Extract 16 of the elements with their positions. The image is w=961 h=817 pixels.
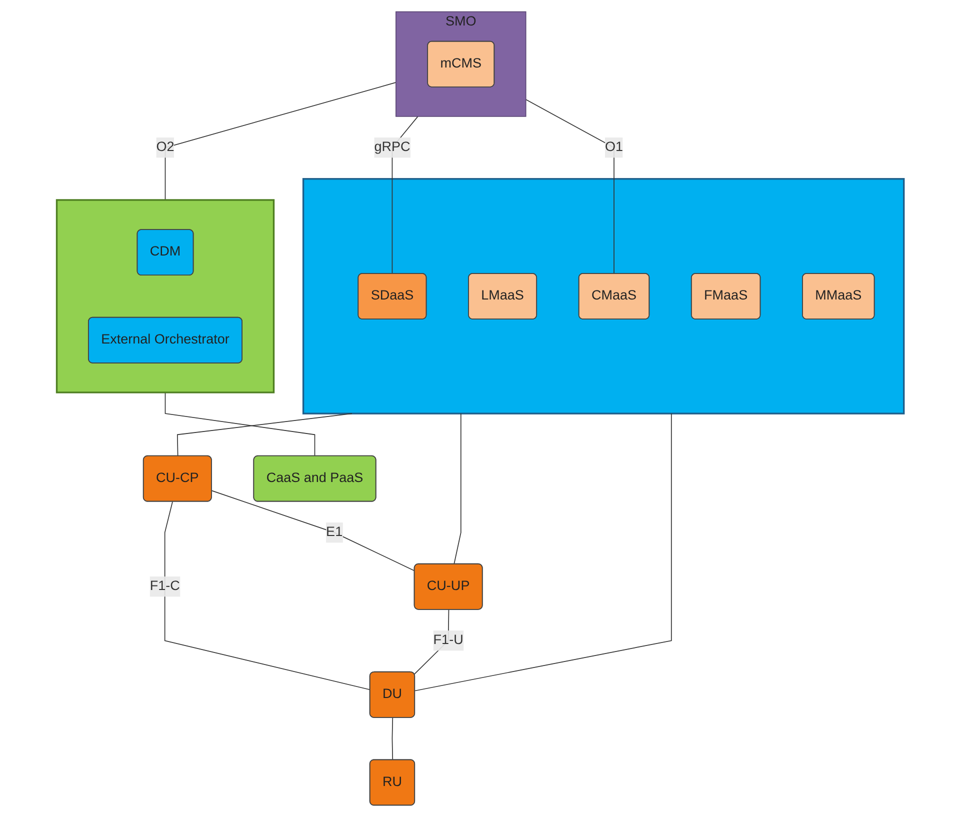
edge-label: gRPC xyxy=(374,140,410,154)
edge-label: E1 xyxy=(326,524,343,540)
connector xyxy=(212,490,416,572)
connector xyxy=(165,82,397,200)
edge-label: O1 xyxy=(605,140,624,154)
connector xyxy=(392,717,394,760)
cluster xyxy=(302,178,905,414)
connector xyxy=(177,413,353,457)
edge-label: F1-U xyxy=(433,633,464,648)
edge-label: F1-C xyxy=(150,579,180,594)
edge-label: O2 xyxy=(156,140,174,154)
connector xyxy=(526,99,615,274)
cluster xyxy=(56,199,275,394)
connector xyxy=(164,501,371,690)
connector xyxy=(454,413,462,565)
connector xyxy=(165,392,316,456)
